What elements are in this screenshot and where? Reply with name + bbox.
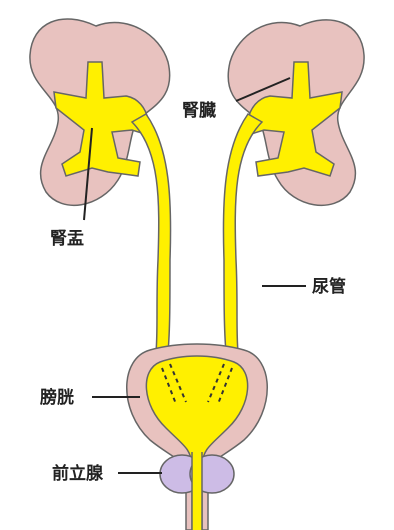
- ureter-label: 尿管: [312, 276, 346, 297]
- prostate-label: 前立腺: [52, 463, 104, 484]
- renal-pelvis-label: 腎盂: [50, 229, 84, 249]
- right-ureter: [223, 114, 262, 352]
- kidney-label: 腎臓: [182, 101, 216, 121]
- left-ureter: [132, 114, 171, 352]
- bladder-label: 膀胱: [40, 387, 74, 408]
- urethra: [192, 452, 202, 530]
